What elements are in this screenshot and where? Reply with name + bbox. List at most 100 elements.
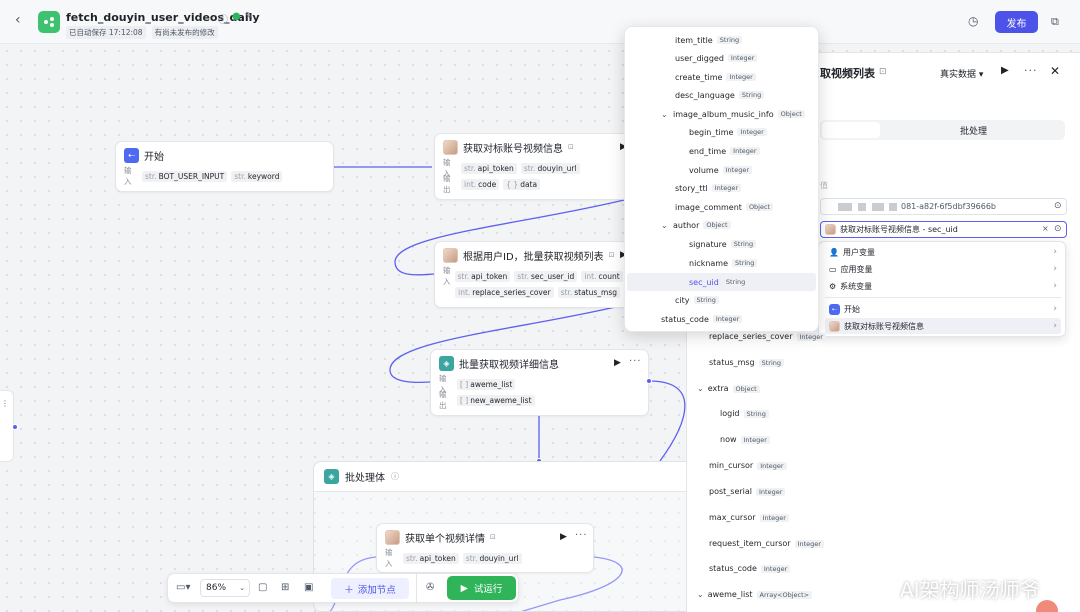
selected-row-highlight <box>627 273 816 291</box>
canvas-toolbar: ▭▾ 86%⌄ ▢ ⊞ ▣ ＋添加节点 ✇ ▶试运行 <box>167 573 519 604</box>
plugin-icon: ⊡ <box>879 67 887 77</box>
output-port[interactable] <box>12 424 18 430</box>
close-icon[interactable]: ✕ <box>1050 64 1061 78</box>
batch-icon: ◈ <box>324 469 339 484</box>
back-icon[interactable]: ‹ <box>15 12 21 28</box>
more-icon[interactable]: ··· <box>575 530 588 541</box>
zoom-select[interactable]: 86%⌄ <box>200 579 250 597</box>
user-icon: 👤 <box>829 247 839 257</box>
node-title: 根据用户ID，批量获取视频列表 <box>463 251 604 263</box>
test-run-button[interactable]: ▶试运行 <box>447 576 516 600</box>
node-title: 批处理体 <box>345 473 385 484</box>
batch-video-detail-node[interactable]: ◈ 批量获取视频详细信息 输入 [ ]aweme_list 输出 [ ]new_… <box>430 349 649 416</box>
copy-icon[interactable]: ⧉ <box>1051 15 1059 28</box>
publish-button[interactable]: 发布 <box>995 11 1038 33</box>
play-icon[interactable]: ▶ <box>614 358 621 368</box>
get-account-videos-node[interactable]: 获取对标账号视频信息 ⊡ 输入 str.api_token str.douyin… <box>434 133 629 200</box>
chevron-down-icon: ⌄ <box>661 220 668 230</box>
edit-icon[interactable]: ✎ <box>244 11 254 22</box>
avatar <box>1036 600 1058 612</box>
autosave-status: 已自动保存 17:12:08 <box>66 26 146 39</box>
play-icon[interactable]: ▶ <box>1001 65 1009 76</box>
sec-user-id-field[interactable]: 获取对标账号视频信息 - sec_uid <box>820 221 1067 238</box>
menu-item-system-vars[interactable]: ⚙系统变量› <box>829 281 1057 291</box>
layout-icon[interactable]: ▣ <box>304 582 314 593</box>
menu-item-user-vars[interactable]: 👤用户变量› <box>829 247 1057 257</box>
clear-icon[interactable]: × <box>1042 224 1049 233</box>
more-icon[interactable]: ··· <box>1024 64 1038 77</box>
node-title: 批量获取视频详细信息 <box>459 359 559 371</box>
plus-icon: ＋ <box>344 584 354 596</box>
watermark: AI架构师汤师爷 <box>900 578 1040 602</box>
variable-icon[interactable]: ⊙ <box>1054 201 1062 211</box>
info-icon[interactable]: ⓘ <box>218 15 228 26</box>
history-icon[interactable]: ◷ <box>968 14 979 28</box>
data-mode-select[interactable]: 真实数据 ▾ <box>940 70 984 80</box>
param-tag: str.BOT_USER_INPUT <box>142 170 228 182</box>
single-video-detail-node[interactable]: 获取单个视频详情 ⊡ 输入 str.api_token str.douyin_u… <box>376 523 594 573</box>
play-icon[interactable]: ▶ <box>620 250 627 260</box>
app-logo-icon <box>38 11 60 33</box>
info-icon[interactable]: ⓘ <box>391 472 399 481</box>
node-title: 获取单个视频详情 <box>405 533 485 545</box>
grid-icon[interactable]: ⊞ <box>281 582 290 593</box>
panel-title: 取视频列表 <box>820 67 875 80</box>
add-node-button[interactable]: ＋添加节点 <box>331 578 409 599</box>
more-icon[interactable]: ··· <box>629 356 642 367</box>
play-icon[interactable]: ▶ <box>620 142 627 152</box>
menu-item-get-account[interactable]: 获取对标账号视频信息› <box>825 318 1061 334</box>
plugin-icon: ⊡ <box>568 143 574 151</box>
node-title: 获取对标账号视频信息 <box>463 143 563 155</box>
variable-icon[interactable]: ⊙ <box>1054 224 1062 234</box>
batch-video-list-node[interactable]: 根据用户ID，批量获取视频列表 ⊡ 输入 str.api_token str.s… <box>434 241 629 308</box>
gear-icon: ⚙ <box>829 281 837 291</box>
plugin-icon: ⊡ <box>608 251 615 259</box>
api-token-field[interactable]: 081-a82f-6f5dbf39666b <box>820 198 1067 215</box>
menu-item-app-vars[interactable]: ▭应用变量› <box>829 264 1057 274</box>
node-title: 开始 <box>144 151 164 163</box>
menu-item-start[interactable]: ⇠开始› <box>825 301 1061 317</box>
panel-tabs <box>820 120 1065 140</box>
comment-icon[interactable]: ▢ <box>258 582 268 593</box>
output-port[interactable] <box>646 378 652 384</box>
start-node[interactable]: ⇠ 开始 输入 str.BOT_USER_INPUT str.keyword <box>115 141 334 192</box>
debug-icon[interactable]: ✇ <box>426 582 435 593</box>
tab-single[interactable] <box>822 122 880 138</box>
chevron-down-icon: ⌄ <box>697 384 704 393</box>
batch-icon: ◈ <box>439 355 454 371</box>
minimap-icon[interactable]: ▭▾ <box>176 582 191 593</box>
variable-menu: 👤用户变量› ▭应用变量› ⚙系统变量› ⇠开始› 获取对标账号视频信息› <box>818 241 1066 337</box>
start-icon: ⇠ <box>829 303 840 315</box>
top-bar: ‹ fetch_douyin_user_videos_daily ⓘ ● ✎ 已… <box>0 0 1080 44</box>
tab-batch[interactable]: 批处理 <box>960 127 988 137</box>
avatar-icon <box>825 224 836 235</box>
play-icon[interactable]: ▶ <box>560 532 567 542</box>
chevron-down-icon: ⌄ <box>661 109 668 119</box>
